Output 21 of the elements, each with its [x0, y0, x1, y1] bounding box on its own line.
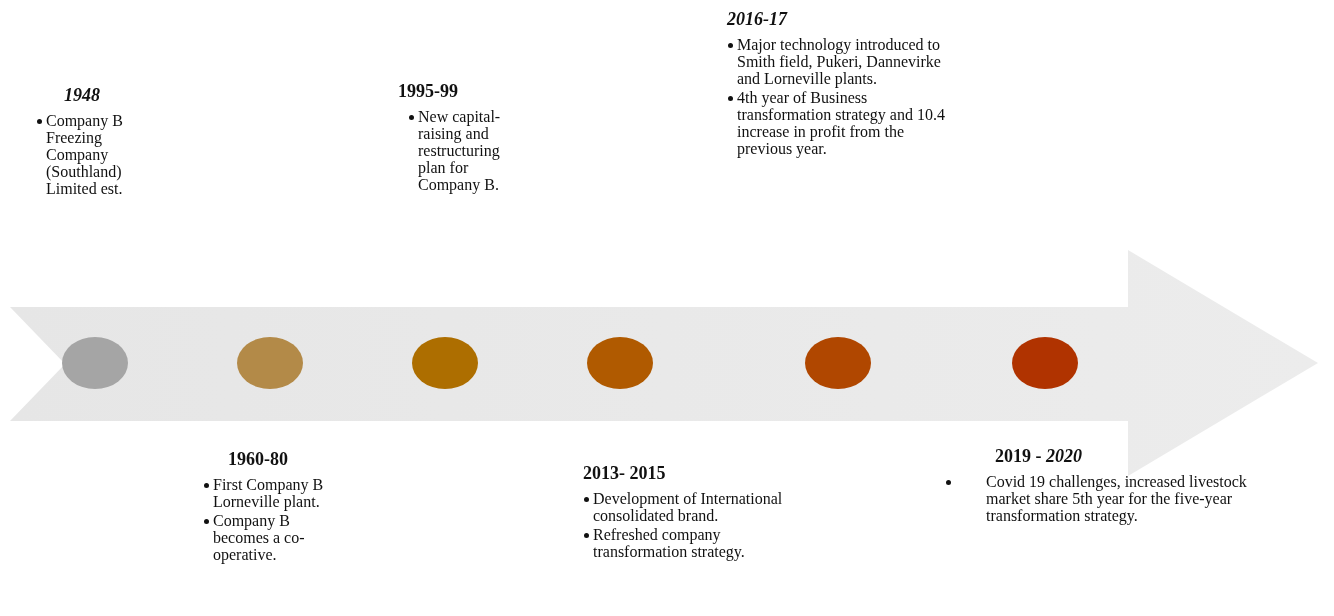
- event-text: Major technology introduced to Smith field, Pukeri, Dannevirke and Lorneville plants.: [737, 36, 941, 87]
- timeline-circle: [62, 337, 128, 389]
- event-text: First Company B Lorneville plant.: [213, 476, 324, 510]
- event-text: 4th year of Business transformation strategy and 10.4 increase in profit from the previous year.: [737, 89, 945, 157]
- year-heading: 1960-80: [228, 448, 288, 470]
- event-text: Company B Freezing Company (Southland) Limited est.: [46, 112, 123, 197]
- event-text: Development of International consolidated brand.: [593, 490, 783, 524]
- timeline-circle: [237, 337, 303, 389]
- year-heading: 2013- 2015: [583, 462, 666, 484]
- year-heading: 1995-99: [398, 80, 458, 102]
- event-text: New capital-raising and restructuring plan for Company B.: [418, 108, 501, 193]
- timeline-circle: [805, 337, 871, 389]
- timeline-circle: [1012, 337, 1078, 389]
- timeline-circle: [412, 337, 478, 389]
- timeline-circle: [587, 337, 653, 389]
- event-text: Refreshed company transformation strategy.: [593, 526, 745, 560]
- year-heading: 1948: [64, 84, 100, 106]
- event-text: Company B becomes a co- operative.: [213, 512, 305, 563]
- year-heading: 2019 - 2020: [995, 445, 1082, 467]
- year-heading: 2016-17: [727, 8, 787, 30]
- event-text: Covid 19 challenges, increased livestock market share 5th year for the five-year transformation strategy.: [986, 473, 1247, 524]
